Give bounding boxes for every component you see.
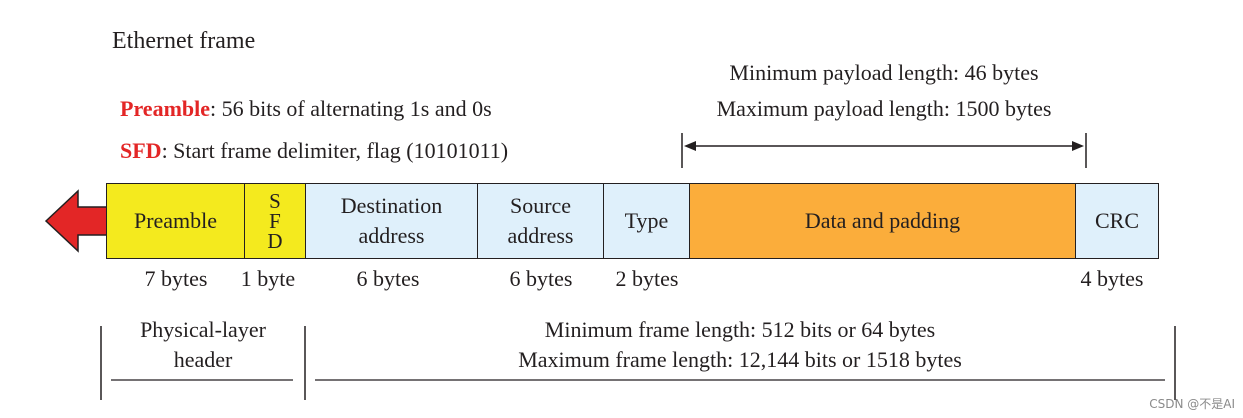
field-type: Type [604, 183, 690, 259]
payload-max-length: Maximum payload length: 1500 bytes [716, 96, 1052, 121]
frame-min-length: Minimum frame length: 512 bits or 64 byt… [544, 317, 936, 342]
size-destination: 6 bytes [356, 266, 420, 291]
field-data-and-padding: Data and padding [690, 183, 1076, 259]
legend-sfd-desc: : Start frame delimiter, flag (10101011) [161, 138, 509, 163]
size-type: 2 bytes [615, 266, 679, 291]
legend-sfd: SFD: Start frame delimiter, flag (101010… [120, 138, 508, 164]
size-source: 6 bytes [509, 266, 573, 291]
field-destination-line2: address [358, 223, 425, 248]
size-sfd: 1 byte [240, 266, 296, 291]
field-sfd-letter-s: S [269, 189, 281, 213]
field-source-line1: Source [509, 193, 572, 218]
diagram-title: Ethernet frame [112, 28, 256, 54]
physical-layer-header-label: Physical-layer header [108, 315, 298, 375]
frame-max-length: Maximum frame length: 12,144 bits or 151… [518, 347, 962, 372]
payload-span-right-arrowhead [1072, 141, 1084, 151]
field-source-address: Source address [478, 183, 604, 259]
field-sfd-letter-f: F [269, 209, 281, 233]
transmission-direction-arrow [44, 189, 108, 253]
legend-preamble-term: Preamble [120, 96, 211, 121]
csdn-watermark: CSDN @不是AI [1149, 397, 1235, 411]
field-crc: CRC [1076, 183, 1159, 259]
field-sfd-letter-d: D [267, 229, 283, 253]
legend-sfd-term: SFD [120, 138, 162, 163]
field-preamble: Preamble [106, 183, 245, 259]
field-destination-line1: Destination [340, 193, 443, 218]
field-sfd: S F D [245, 183, 306, 259]
physical-header-line2: header [173, 347, 233, 372]
field-destination-address: Destination address [306, 183, 478, 259]
frame-length-label: Minimum frame length: 512 bits or 64 byt… [420, 315, 1060, 375]
physical-header-line1: Physical-layer [140, 317, 266, 342]
legend-preamble: Preamble: 56 bits of alternating 1s and … [120, 96, 492, 122]
legend-preamble-desc: : 56 bits of alternating 1s and 0s [210, 96, 492, 121]
field-source-line2: address [507, 223, 574, 248]
size-preamble: 7 bytes [144, 266, 208, 291]
payload-min-length: Minimum payload length: 46 bytes [729, 60, 1039, 85]
payload-span-left-arrowhead [684, 141, 696, 151]
size-crc: 4 bytes [1080, 266, 1144, 291]
